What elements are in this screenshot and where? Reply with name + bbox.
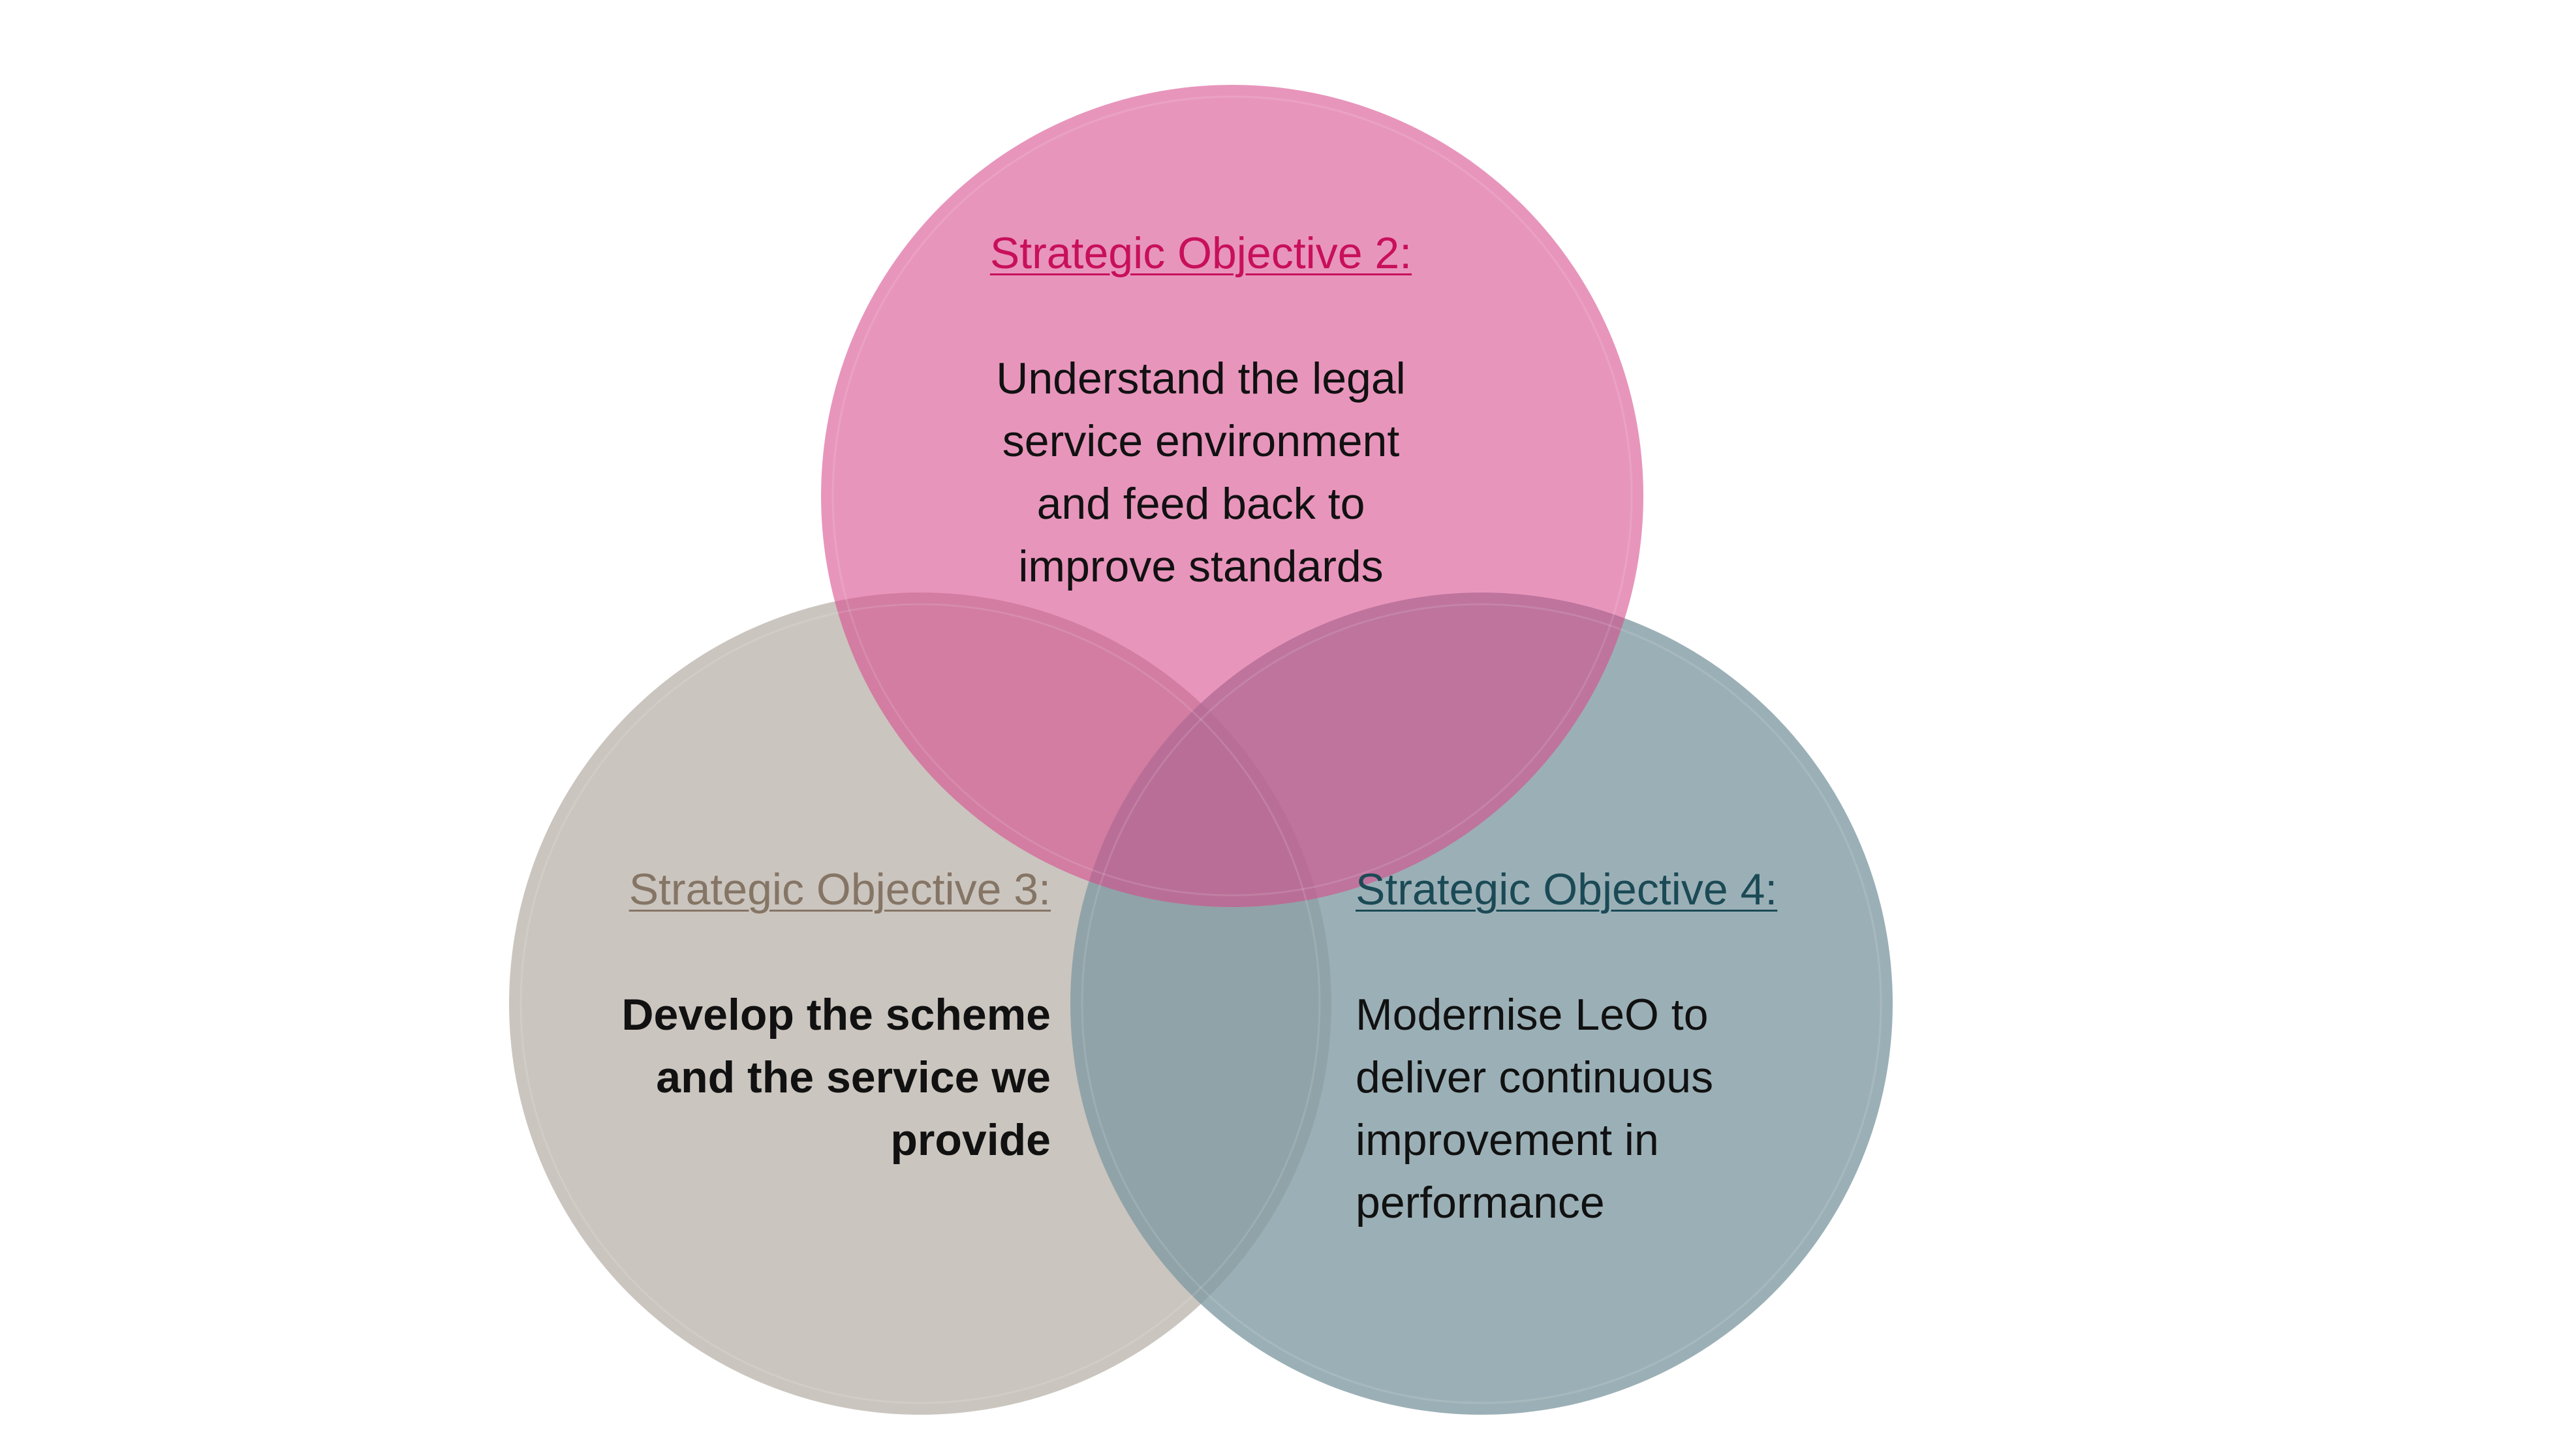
objective-3-text: Strategic Objective 3: Develop the schem… <box>561 858 1051 1171</box>
objective-3-line: Develop the scheme <box>621 990 1051 1040</box>
spacer <box>1356 921 1865 983</box>
circle-objective-3-ring <box>520 603 1321 1404</box>
objective-2-line: and feed back to <box>1036 479 1365 529</box>
objective-4-line: deliver continuous <box>1356 1053 1714 1102</box>
circle-objective-2 <box>821 85 1643 907</box>
objective-3-line: and the service we <box>656 1053 1051 1102</box>
circle-objective-4-ring <box>1081 603 1882 1404</box>
objective-4-text: Strategic Objective 4: Modernise LeO to … <box>1356 858 1865 1234</box>
objective-2-heading: Strategic Objective 2: <box>989 228 1412 278</box>
circle-objective-2-ring <box>831 95 1633 897</box>
spacer <box>940 285 1462 347</box>
objective-2-text: Strategic Objective 2: Understand the le… <box>940 222 1462 598</box>
objective-4-line: improvement in <box>1356 1115 1659 1165</box>
objective-3-heading: Strategic Objective 3: <box>628 865 1051 914</box>
objective-2-line: Understand the legal <box>996 354 1406 403</box>
objective-2-line: service environment <box>1002 416 1400 466</box>
spacer <box>561 921 1051 983</box>
objective-4-line: performance <box>1356 1178 1605 1227</box>
objective-3-line: provide <box>890 1115 1051 1165</box>
objective-4-heading: Strategic Objective 4: <box>1356 865 1778 914</box>
objective-4-line: Modernise LeO to <box>1356 990 1709 1040</box>
objective-2-line: improve standards <box>1018 542 1384 591</box>
